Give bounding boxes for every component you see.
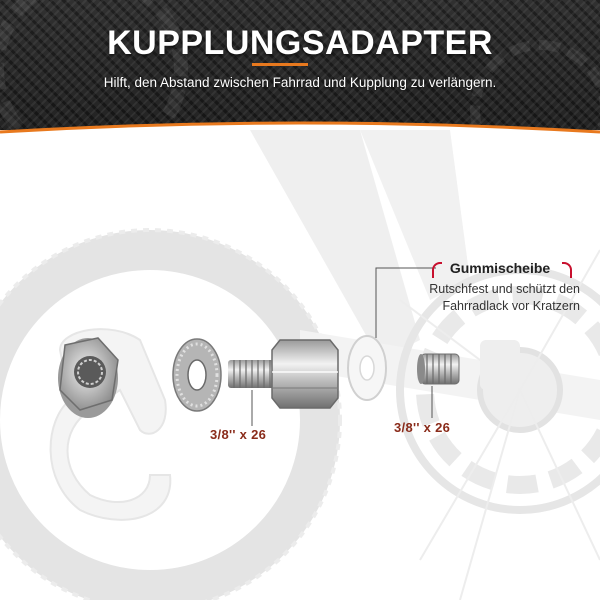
- callout-bracket-left: [432, 262, 442, 278]
- callout-bracket-right: [562, 262, 572, 278]
- flange-nut: [58, 337, 119, 418]
- callout-description: Rutschfest und schützt den Fahrradlack v…: [395, 281, 580, 315]
- size-label-bolt: 3/8'' x 26: [394, 420, 451, 435]
- title-underline: [252, 63, 308, 66]
- page-subtitle: Hilft, den Abstand zwischen Fahrrad und …: [103, 75, 497, 90]
- adapter-thread: [228, 360, 276, 388]
- threaded-bolt: [417, 353, 460, 385]
- size-label-adapter: 3/8'' x 26: [210, 427, 267, 442]
- callout-description-line: Rutschfest und schützt den: [429, 282, 580, 296]
- callout-description-line: Fahrradlack vor Kratzern: [442, 299, 580, 313]
- rubber-washer: [347, 335, 387, 401]
- page-title: KUPPLUNGSADAPTER: [107, 24, 493, 62]
- lock-washer: [172, 338, 222, 412]
- header-banner: KUPPLUNGSADAPTER Hilft, den Abstand zwis…: [0, 0, 600, 130]
- gear-decoration: [470, 40, 600, 130]
- callout-title: Gummischeibe: [449, 260, 551, 276]
- adapter-hex-body: [271, 339, 339, 409]
